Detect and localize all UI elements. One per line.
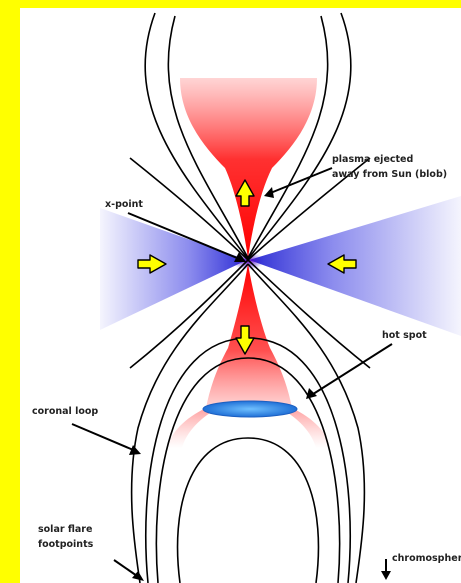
diagram-panel: plasma ejected away from Sun (blob) x-po… [20,8,461,583]
pointer-plasma [268,168,332,194]
label-footpoints-line2: footpoints [38,539,94,550]
coronal-loop-inner [178,438,319,583]
label-x-point: x-point [105,199,143,210]
hot-spot [203,401,297,417]
pointer-coronal-loop [72,424,138,452]
label-footpoints-line1: solar flare [38,524,92,535]
label-chromosphere: chromosphere [392,553,461,564]
label-coronal-loop: coronal loop [32,406,98,417]
plasma-blob-upper [180,78,317,258]
label-plasma-line1: plasma ejected [332,154,413,165]
loop-glow-left [168,408,210,448]
label-plasma-line2: away from Sun (blob) [332,169,447,180]
inflow-region-left [100,208,247,330]
label-hot-spot: hot spot [382,330,427,341]
magnetic-reconnection-diagram: plasma ejected away from Sun (blob) x-po… [20,8,461,583]
